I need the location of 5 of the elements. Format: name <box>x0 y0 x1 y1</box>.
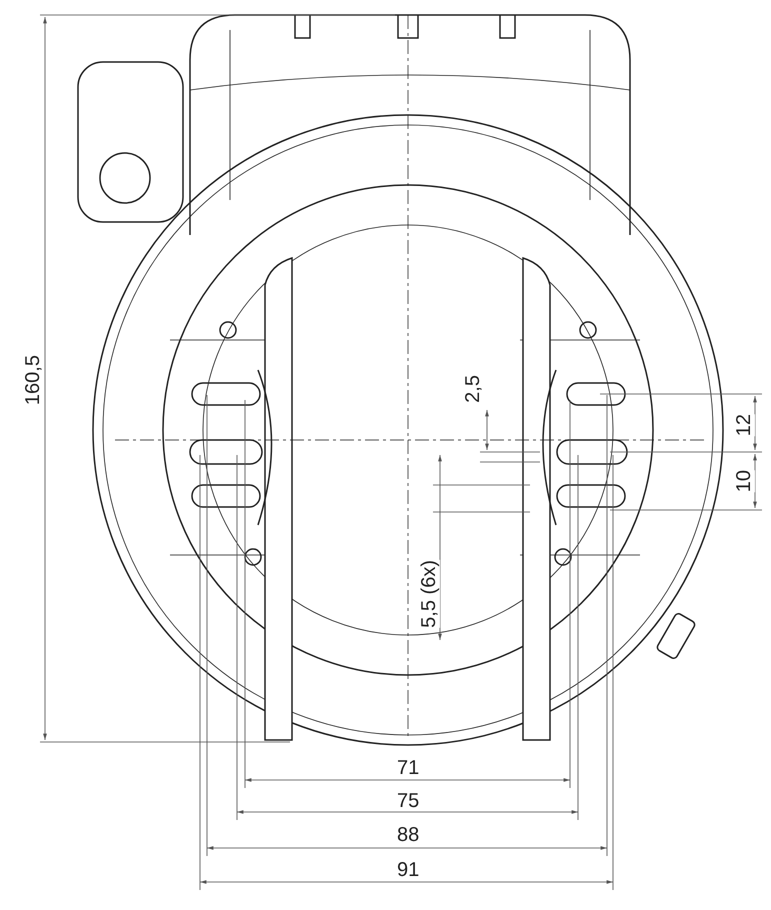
dimension-label: 5,5 (6x) <box>418 560 440 628</box>
dimension-label: 160,5 <box>22 355 44 406</box>
dimension-label: 10 <box>733 470 755 492</box>
dimension-label: 12 <box>733 414 755 436</box>
dimension-label: 2,5 <box>462 375 484 403</box>
